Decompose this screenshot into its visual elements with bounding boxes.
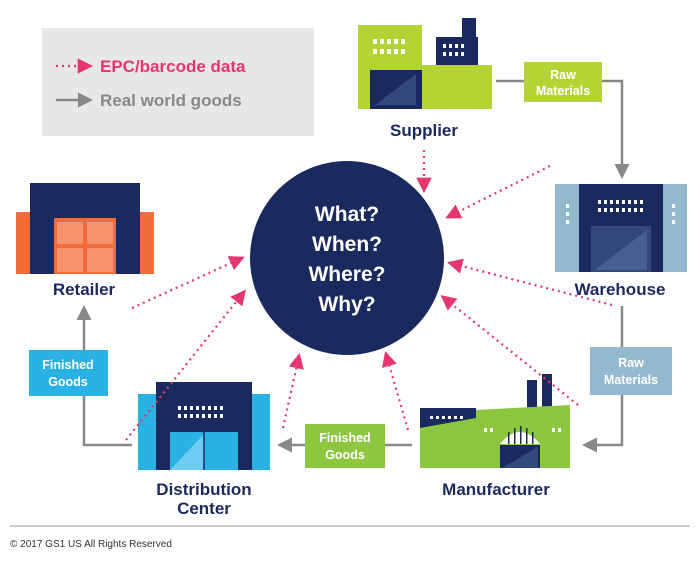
retailer-store-icon	[16, 183, 154, 274]
goods-legend-label: Real world goods	[100, 91, 242, 110]
flow-tag-text: Raw	[618, 356, 644, 370]
epc-legend-label: EPC/barcode data	[100, 57, 246, 76]
distribution-center-building-icon	[138, 382, 270, 470]
epc-flow-dc	[281, 352, 304, 429]
epc-flow-manufacturer-left	[382, 351, 410, 431]
supplier-label: Supplier	[390, 121, 458, 140]
center-line-why: Why?	[318, 293, 375, 316]
center-line-where: Where?	[308, 263, 385, 286]
flow-tag-text: Finished	[319, 431, 370, 445]
legend-box	[42, 28, 314, 136]
warehouse-building-icon	[555, 184, 687, 272]
epc-flow-warehouse	[445, 165, 551, 219]
flow-tag-manufacturer-to-dc: Finished Goods	[305, 424, 385, 468]
flow-tag-dc-to-retailer: Finished Goods	[29, 350, 108, 396]
epc-flow-dc-left	[125, 289, 246, 441]
center-line-when: When?	[312, 233, 382, 256]
legend: EPC/barcode data Real world goods	[42, 28, 314, 136]
copyright-text: © 2017 GS1 US All Rights Reserved	[10, 539, 172, 550]
flow-tag-text: Raw	[550, 68, 576, 82]
flow-tag-warehouse-to-manufacturer: Raw Materials	[590, 347, 672, 395]
distribution-center-label-line2: Center	[177, 499, 231, 518]
epc-flow-retailer	[131, 256, 245, 310]
distribution-center-label-line1: Distribution	[156, 480, 251, 499]
center-question-circle: What? When? Where? Why?	[250, 161, 444, 355]
flow-tag-text: Materials	[536, 84, 590, 98]
flow-tag-text: Finished	[42, 358, 93, 372]
supplier-factory-icon	[358, 18, 492, 109]
center-line-what: What?	[315, 203, 379, 226]
flow-tag-text: Materials	[604, 373, 658, 387]
epc-flow-warehouse-lower	[447, 258, 613, 307]
flow-tag-text: Goods	[48, 375, 88, 389]
manufacturer-factory-icon	[420, 374, 570, 468]
epc-data-flows	[125, 150, 613, 441]
retailer-label: Retailer	[53, 280, 116, 299]
flow-tag-supplier-to-warehouse: Raw Materials	[524, 62, 602, 102]
manufacturer-label: Manufacturer	[442, 480, 550, 499]
flow-tag-text: Goods	[325, 448, 365, 462]
warehouse-label: Warehouse	[574, 280, 665, 299]
epc-flow-manufacturer	[440, 295, 579, 406]
